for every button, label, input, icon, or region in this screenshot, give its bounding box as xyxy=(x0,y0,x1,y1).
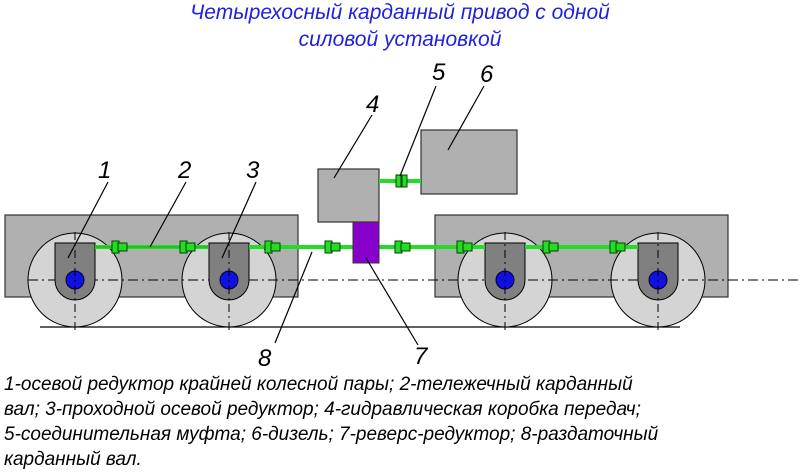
label-8: 8 xyxy=(258,345,272,372)
cardan-joint-yoke-8 xyxy=(615,242,626,252)
leader-line-2 xyxy=(149,181,187,248)
cardan-joint-yoke-3 xyxy=(270,242,281,252)
cardan-joint-yoke-1 xyxy=(117,242,128,252)
cardan-joint-yoke-4 xyxy=(330,242,341,252)
label-2: 2 xyxy=(177,157,191,184)
leader-line-1 xyxy=(67,181,109,259)
caption-line-2: вал; 3-проходной осевой редуктор; 4-гидр… xyxy=(4,399,641,420)
cardan-joint-yoke-5 xyxy=(400,242,411,252)
cardan-joint-yoke-6 xyxy=(462,242,473,252)
caption-line-4: карданный вал. xyxy=(4,449,142,470)
reverse-gearbox xyxy=(352,221,380,264)
label-5: 5 xyxy=(432,59,446,86)
caption-line-3: 5-соединительная муфта; 6-дизель; 7-реве… xyxy=(4,424,659,445)
label-3: 3 xyxy=(246,157,260,184)
label-6: 6 xyxy=(480,61,494,88)
label-1: 1 xyxy=(98,157,111,184)
leader-line-4 xyxy=(333,114,373,179)
coupling-half-1 xyxy=(395,174,402,188)
leader-line-5 xyxy=(399,85,437,177)
diesel-engine xyxy=(420,129,518,195)
label-7: 7 xyxy=(414,343,429,370)
title-line-2: силовой установкой xyxy=(298,28,502,51)
hydraulic-gearbox xyxy=(317,168,380,223)
cardan-joint-yoke-7 xyxy=(548,242,559,252)
label-4: 4 xyxy=(366,91,379,118)
caption-line-1: 1-осевой редуктор крайней колесной пары;… xyxy=(4,374,633,395)
cardan-joint-yoke-2 xyxy=(185,242,196,252)
leader-line-6 xyxy=(447,85,485,151)
title-line-1: Четырехосный карданный привод с одной xyxy=(190,1,610,24)
coupling-half-2 xyxy=(401,174,408,188)
leader-line-8 xyxy=(274,251,313,344)
leader-line-3 xyxy=(221,181,257,259)
leader-line-7 xyxy=(365,257,419,346)
